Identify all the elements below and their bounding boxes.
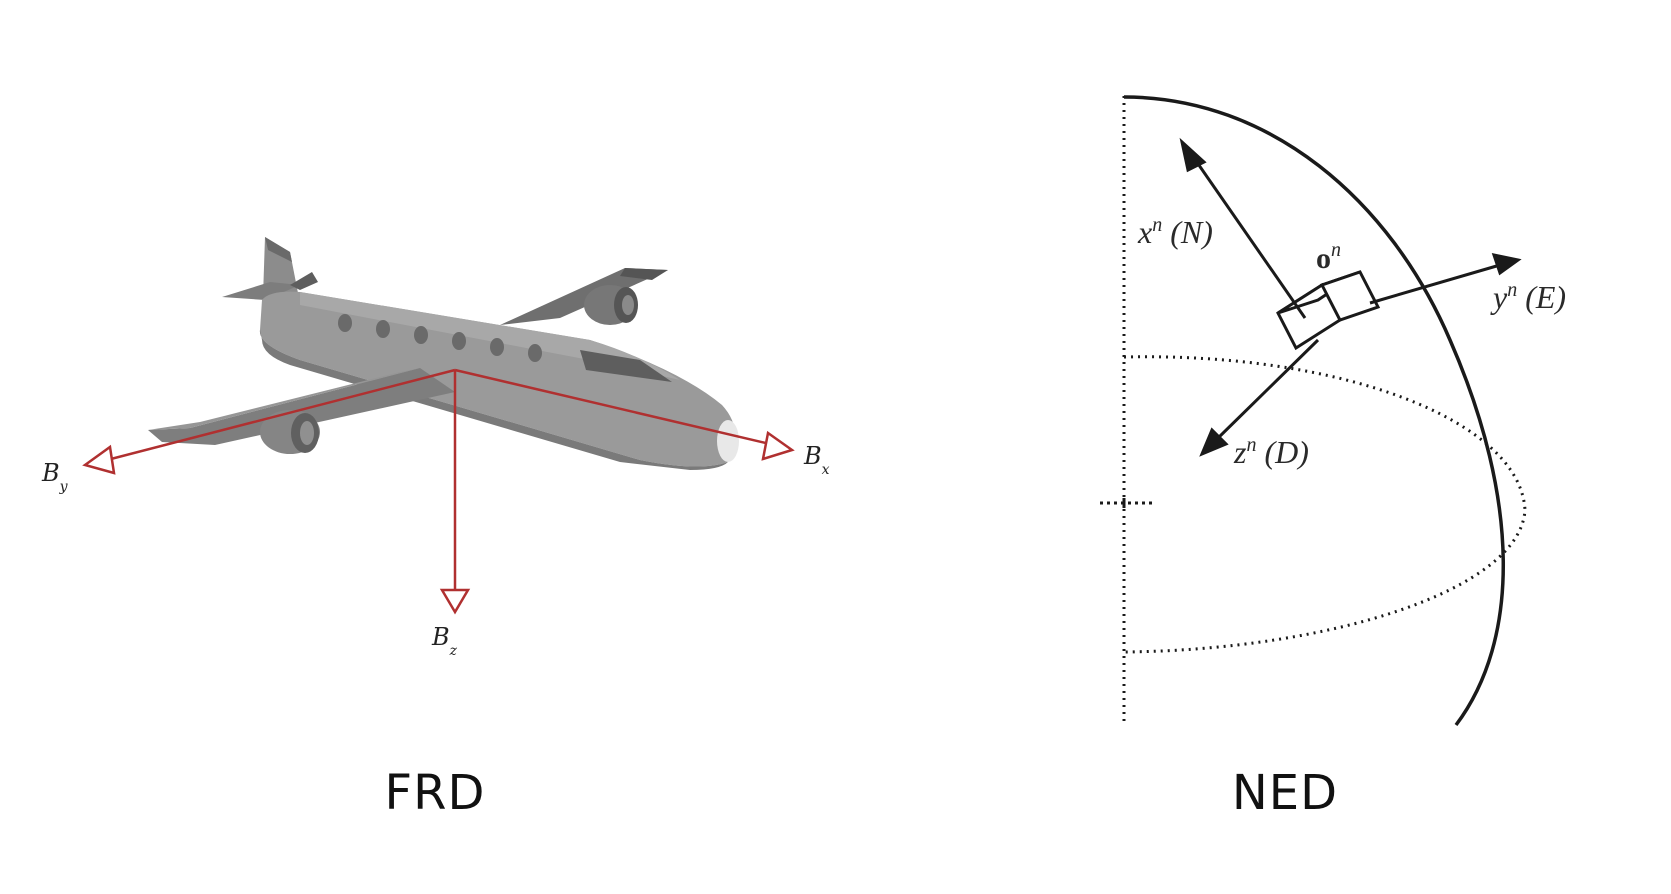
ned-reference-sphere <box>1100 95 1527 727</box>
by-axis-line <box>106 368 456 462</box>
bx-arrowhead <box>761 430 795 461</box>
north-axis-line <box>1192 157 1307 319</box>
z-down-label: zn (D) <box>1233 434 1309 470</box>
frd-caption: FRD <box>384 765 486 821</box>
north-arrowhead <box>1179 137 1207 173</box>
down-axis-line <box>1214 338 1320 442</box>
right-stabilizer <box>290 272 318 290</box>
ned-caption: NED <box>1231 765 1339 821</box>
bz-arrowhead <box>439 588 471 615</box>
east-axis-line <box>1369 263 1501 305</box>
origin-box-right <box>1319 270 1381 322</box>
near-engine-core <box>300 421 314 445</box>
nose-cone <box>717 420 739 462</box>
tail-fin-edge <box>265 237 292 262</box>
equator-dotted-ellipse <box>1123 355 1527 654</box>
x-north-label: xn (N) <box>1137 214 1213 250</box>
origin-label: on <box>1316 239 1341 275</box>
east-arrowhead <box>1491 252 1522 276</box>
cockpit-window <box>580 350 672 382</box>
left-stabilizer <box>222 282 300 300</box>
far-engine-core <box>622 295 634 315</box>
far-wingtip <box>620 268 668 280</box>
airplane-illustration <box>148 237 739 470</box>
near-wing <box>148 368 455 445</box>
cabin-windows <box>338 314 542 362</box>
bx-axis-line <box>454 368 771 446</box>
far-wing <box>500 268 668 325</box>
by-arrowhead <box>82 444 116 475</box>
near-wing-top <box>148 368 420 430</box>
bx-label: Bx <box>803 442 830 478</box>
ned-local-frame <box>1179 137 1522 457</box>
y-east-label: yn (E) <box>1490 279 1566 315</box>
sphere-outer-arc <box>1123 95 1505 727</box>
down-arrowhead <box>1199 427 1229 457</box>
bz-label: Bz <box>431 623 458 659</box>
by-label: By <box>41 459 69 495</box>
frd-body-axes <box>82 368 795 615</box>
